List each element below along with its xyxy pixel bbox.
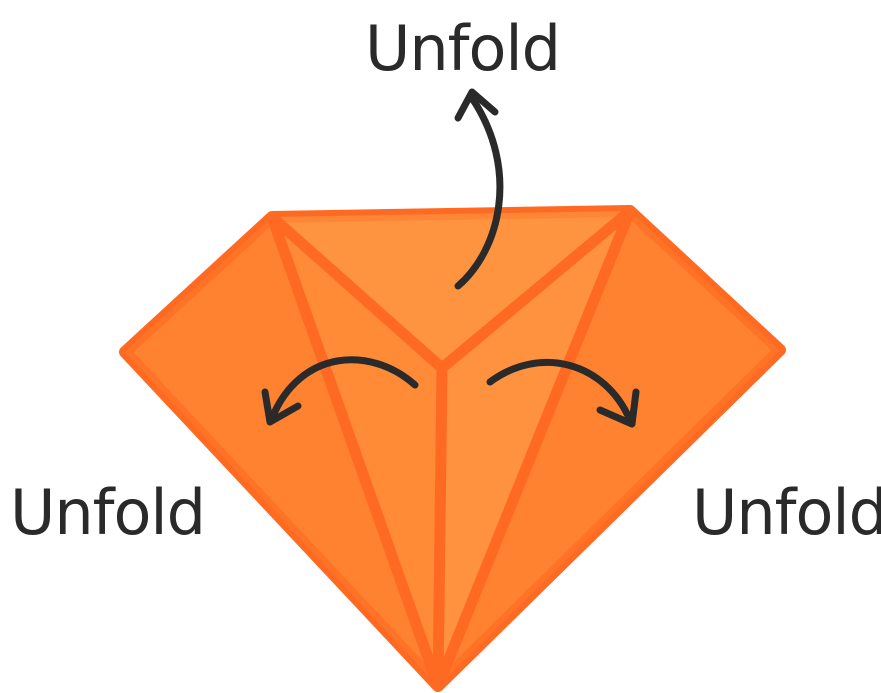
gem-icon [125,211,780,686]
label-unfold-left: Unfold [10,482,205,544]
label-unfold-right: Unfold [692,482,881,544]
label-unfold-top: Unfold [365,18,560,80]
